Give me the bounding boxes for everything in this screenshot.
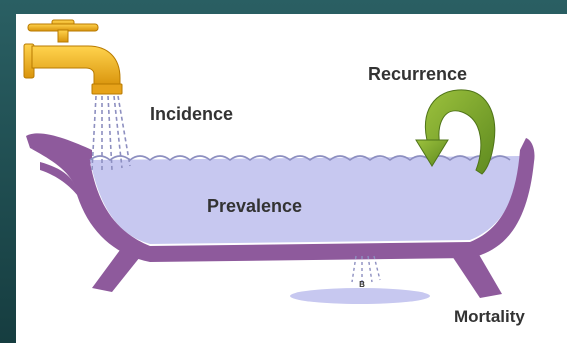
floor-puddle [290,288,430,304]
prevalence-label: Prevalence [207,196,302,216]
drain-mark: B [359,280,365,289]
mortality-label: Mortality [454,307,525,326]
recurrence-label: Recurrence [368,64,467,84]
incidence-label: Incidence [150,104,233,124]
